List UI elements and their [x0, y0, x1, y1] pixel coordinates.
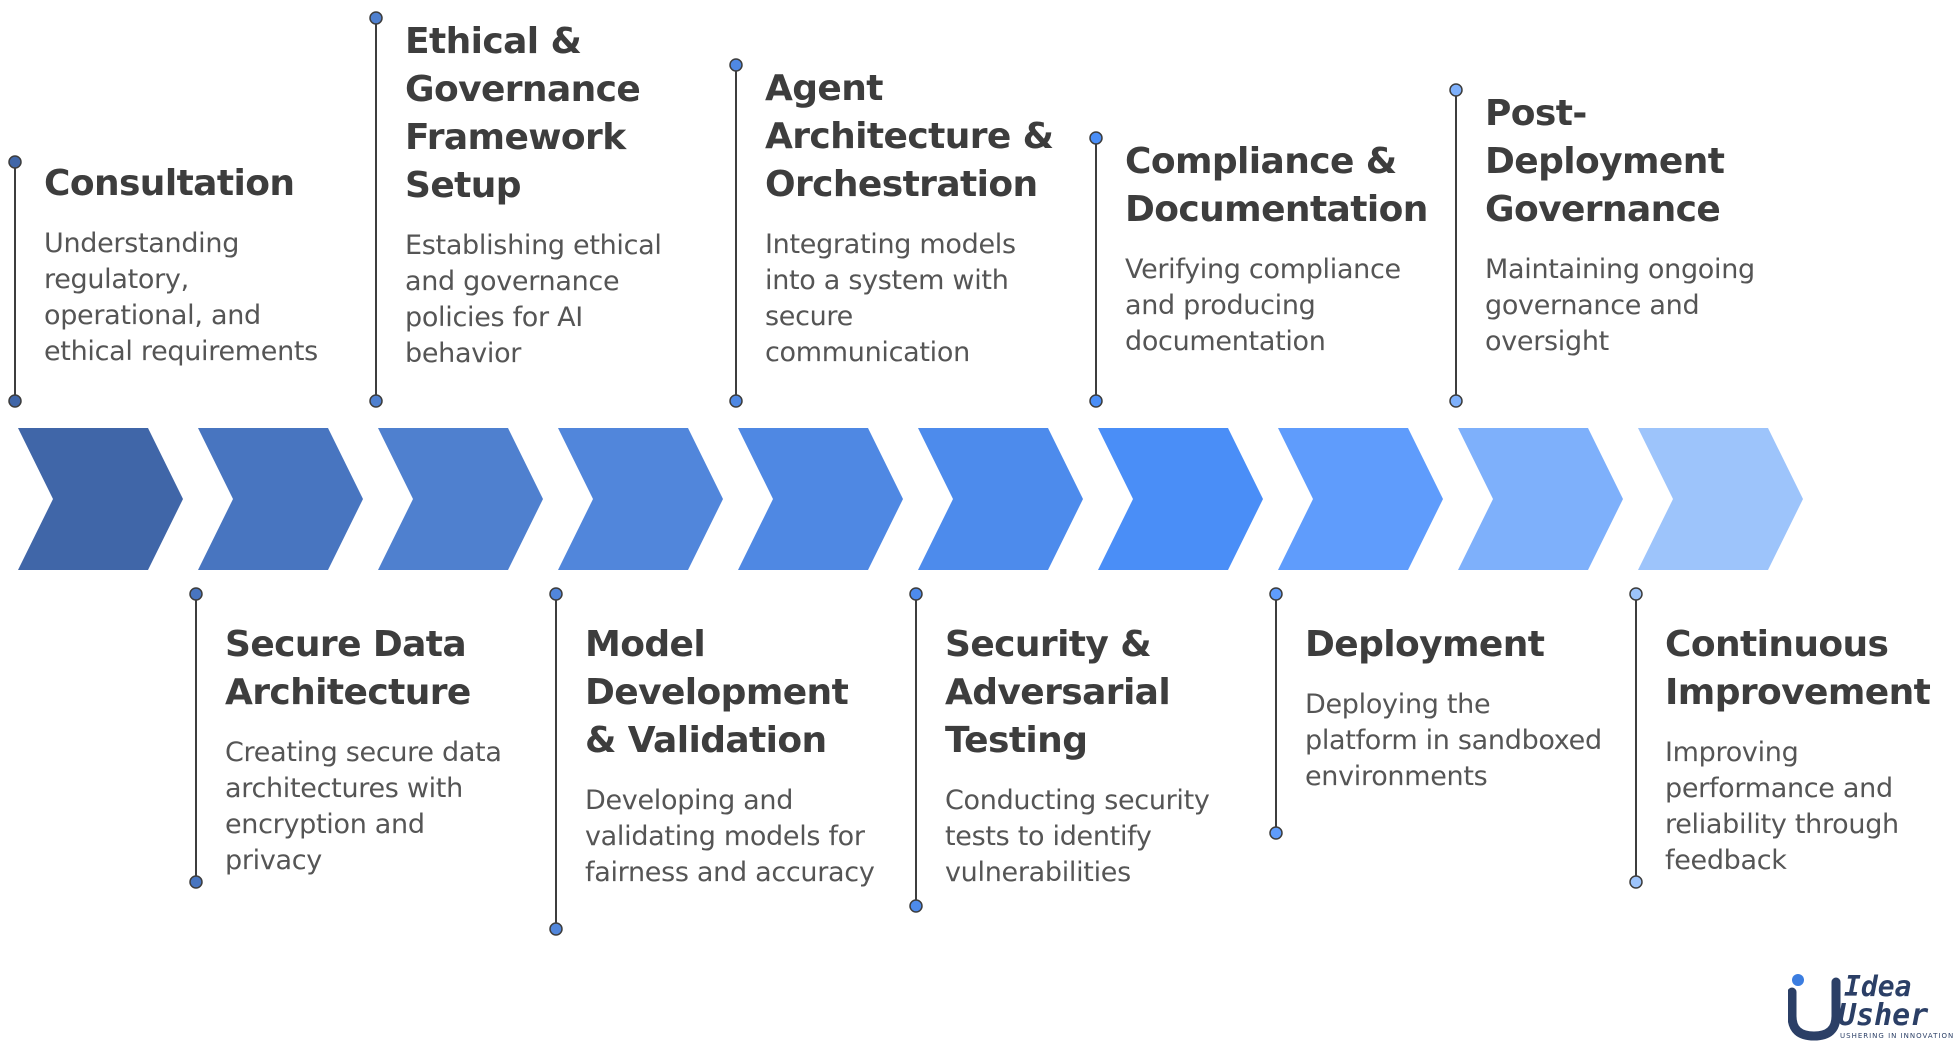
stem-dot [549, 922, 563, 936]
step-title: Secure Data Architecture [225, 624, 471, 713]
logo-tagline: USHERING IN INNOVATION [1840, 1032, 1955, 1040]
step-title: Agent Architecture & Orchestration [765, 68, 1054, 205]
logo-u-icon [1788, 977, 1841, 1041]
step-description: Deploying the platform in sandboxed envi… [1305, 689, 1602, 792]
chevron-step-6 [918, 428, 1083, 570]
step-agent-architecture: Agent Architecture & Orchestration Integ… [765, 65, 1065, 371]
stem-dot [549, 587, 563, 601]
stem-dot [729, 394, 743, 408]
chevron-step-8 [1278, 428, 1443, 570]
step-secure-data-architecture: Secure Data Architecture Creating secure… [225, 621, 525, 879]
stem-dot [1629, 587, 1643, 601]
step-description: Understanding regulatory, operational, a… [44, 228, 318, 367]
logo-word-bottom: Usher [1838, 998, 1929, 1033]
step-title: Compliance & Documentation [1125, 141, 1428, 230]
chevron-step-9 [1458, 428, 1623, 570]
chevron-step-4 [558, 428, 723, 570]
step-title: Post-Deployment Governance [1485, 93, 1725, 230]
step-title: Deployment [1305, 624, 1545, 665]
step-security-testing: Security & Adversarial Testing Conductin… [945, 621, 1245, 891]
stem-dot [8, 394, 22, 408]
step-ethical-governance-framework: Ethical & Governance Framework Setup Est… [405, 18, 705, 372]
step-title: Security & Adversarial Testing [945, 624, 1171, 761]
step-description: Improving performance and reliability th… [1665, 737, 1899, 876]
step-consultation: Consultation Understanding regulatory, o… [44, 160, 344, 370]
step-title: Consultation [44, 163, 295, 204]
chevron-step-1 [18, 428, 183, 570]
step-description: Establishing ethical and governance poli… [405, 230, 662, 369]
stem-dot [729, 58, 743, 72]
stem-dot [369, 394, 383, 408]
chevron-step-2 [198, 428, 363, 570]
step-title: Model Development & Validation [585, 624, 849, 761]
logo-dot-icon [1792, 974, 1804, 986]
stem-dot [1269, 826, 1283, 840]
stem-dot [1629, 875, 1643, 889]
stem-dot [8, 155, 22, 169]
step-title: Ethical & Governance Framework Setup [405, 21, 641, 206]
step-description: Integrating models into a system with se… [765, 229, 1016, 368]
chevron-step-5 [738, 428, 903, 570]
step-model-development: Model Development & Validation Developin… [585, 621, 885, 891]
ideausher-logo: Idea Usher USHERING IN INNOVATION [1788, 970, 1953, 1042]
step-deployment: Deployment Deploying the platform in san… [1305, 621, 1605, 795]
stem-dot [369, 11, 383, 25]
chevron-step-7 [1098, 428, 1263, 570]
step-title: Continuous Improvement [1665, 624, 1931, 713]
logo-mark-icon [1788, 974, 1841, 1041]
step-post-deployment-governance: Post-Deployment Governance Maintaining o… [1485, 90, 1785, 360]
stem-dot [909, 587, 923, 601]
stem-dot [189, 587, 203, 601]
step-description: Creating secure data architectures with … [225, 737, 502, 876]
stem-dot [1449, 394, 1463, 408]
chevron-step-3 [378, 428, 543, 570]
stem-dot [1449, 83, 1463, 97]
step-continuous-improvement: Continuous Improvement Improving perform… [1665, 621, 1935, 879]
stem-dot [189, 875, 203, 889]
step-description: Verifying compliance and producing docum… [1125, 254, 1401, 357]
stem-dot [909, 899, 923, 913]
step-description: Conducting security tests to identify vu… [945, 785, 1210, 888]
stem-dot [1089, 131, 1103, 145]
stem-dot [1269, 587, 1283, 601]
step-description: Maintaining ongoing governance and overs… [1485, 254, 1755, 357]
step-description: Developing and validating models for fai… [585, 785, 875, 888]
chevron-step-10 [1638, 428, 1803, 570]
step-compliance-documentation: Compliance & Documentation Verifying com… [1125, 138, 1428, 360]
logo-word-top: Idea [1844, 970, 1912, 1003]
stem-dot [1089, 394, 1103, 408]
